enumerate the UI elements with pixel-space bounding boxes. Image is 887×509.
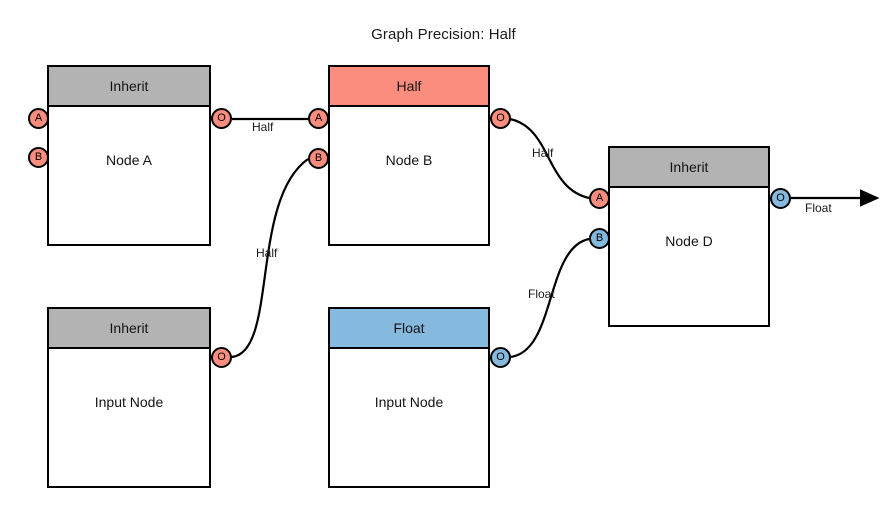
node-a-input-port-a[interactable]: A bbox=[28, 108, 49, 129]
edge-inputmid-to-d-b[interactable] bbox=[509, 237, 590, 359]
node-d-title: Node D bbox=[665, 232, 713, 249]
edge-b-to-d-a[interactable] bbox=[509, 117, 590, 200]
node-a[interactable]: Inherit Node A bbox=[47, 65, 211, 246]
node-b[interactable]: Half Node B bbox=[328, 65, 490, 246]
edge-label-inputleft-to-b-b: Half bbox=[256, 246, 278, 260]
edge-inputleft-to-b-b[interactable] bbox=[231, 158, 309, 359]
node-d[interactable]: Inherit Node D bbox=[608, 146, 770, 327]
node-d-input-port-a[interactable]: A bbox=[589, 188, 610, 209]
node-d-output-port-o[interactable]: O bbox=[770, 188, 791, 209]
edge-label-a-to-b-a: Half bbox=[252, 120, 274, 134]
input-node-left-header: Inherit bbox=[49, 309, 209, 349]
node-b-header: Half bbox=[330, 67, 488, 107]
input-node-left-title: Input Node bbox=[94, 393, 164, 410]
edge-label-inputmid-to-d-b: Float bbox=[528, 287, 555, 301]
input-node-left[interactable]: Inherit Input Node bbox=[47, 307, 211, 488]
input-node-left-output-port-o[interactable]: O bbox=[211, 347, 232, 368]
node-d-header: Inherit bbox=[610, 148, 768, 188]
input-node-middle-output-port-o[interactable]: O bbox=[490, 347, 511, 368]
node-a-output-port-o[interactable]: O bbox=[211, 108, 232, 129]
node-d-input-port-b[interactable]: B bbox=[589, 228, 610, 249]
edge-label-b-to-d-a: Half bbox=[532, 146, 554, 160]
input-node-middle-title: Input Node bbox=[374, 393, 444, 410]
node-a-title: Node A bbox=[106, 151, 152, 168]
node-a-input-port-b[interactable]: B bbox=[28, 147, 49, 168]
node-b-input-port-a[interactable]: A bbox=[308, 108, 329, 129]
page-title: Graph Precision: Half bbox=[371, 26, 516, 43]
input-node-middle-header: Float bbox=[330, 309, 488, 349]
node-b-title: Node B bbox=[385, 151, 433, 168]
node-a-header: Inherit bbox=[49, 67, 209, 107]
edge-label-d-out: Float bbox=[805, 201, 832, 215]
node-b-output-port-o[interactable]: O bbox=[490, 108, 511, 129]
node-b-input-port-b[interactable]: B bbox=[308, 148, 329, 169]
input-node-middle[interactable]: Float Input Node bbox=[328, 307, 490, 488]
